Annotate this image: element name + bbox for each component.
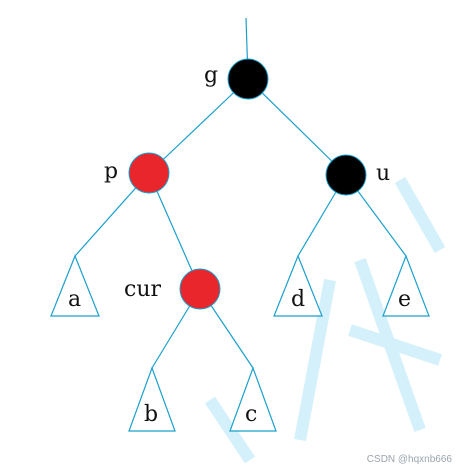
edge-p-cur (148, 172, 201, 290)
subtree-label-e: e (398, 287, 411, 312)
node-p (128, 152, 170, 194)
nodes-layer (128, 58, 367, 310)
watermark-text: CSDN @hqxnb666 (367, 454, 453, 465)
subtree-triangle-b (128, 366, 176, 432)
node-label-u: u (376, 161, 390, 186)
subtree-label-a: a (68, 287, 81, 312)
node-u (325, 154, 367, 196)
node-label-cur: cur (124, 277, 161, 302)
edge-g-p (148, 78, 249, 174)
subtree-label-b: b (144, 402, 158, 427)
subtree-triangle-c (229, 366, 277, 432)
subtree-triangle-a (50, 254, 100, 317)
subtree-triangle-d (273, 254, 323, 317)
subtree-label-c: c (245, 402, 257, 427)
subtree-triangle-e (382, 254, 430, 317)
edge-g-u (247, 78, 347, 176)
node-label-p: p (104, 159, 118, 184)
background-watermark-shapes (205, 177, 446, 464)
node-cur (179, 268, 221, 310)
node-g (227, 58, 269, 100)
node-label-g: g (204, 63, 218, 88)
subtree-label-d: d (291, 287, 305, 312)
subtrees-layer (50, 254, 430, 432)
